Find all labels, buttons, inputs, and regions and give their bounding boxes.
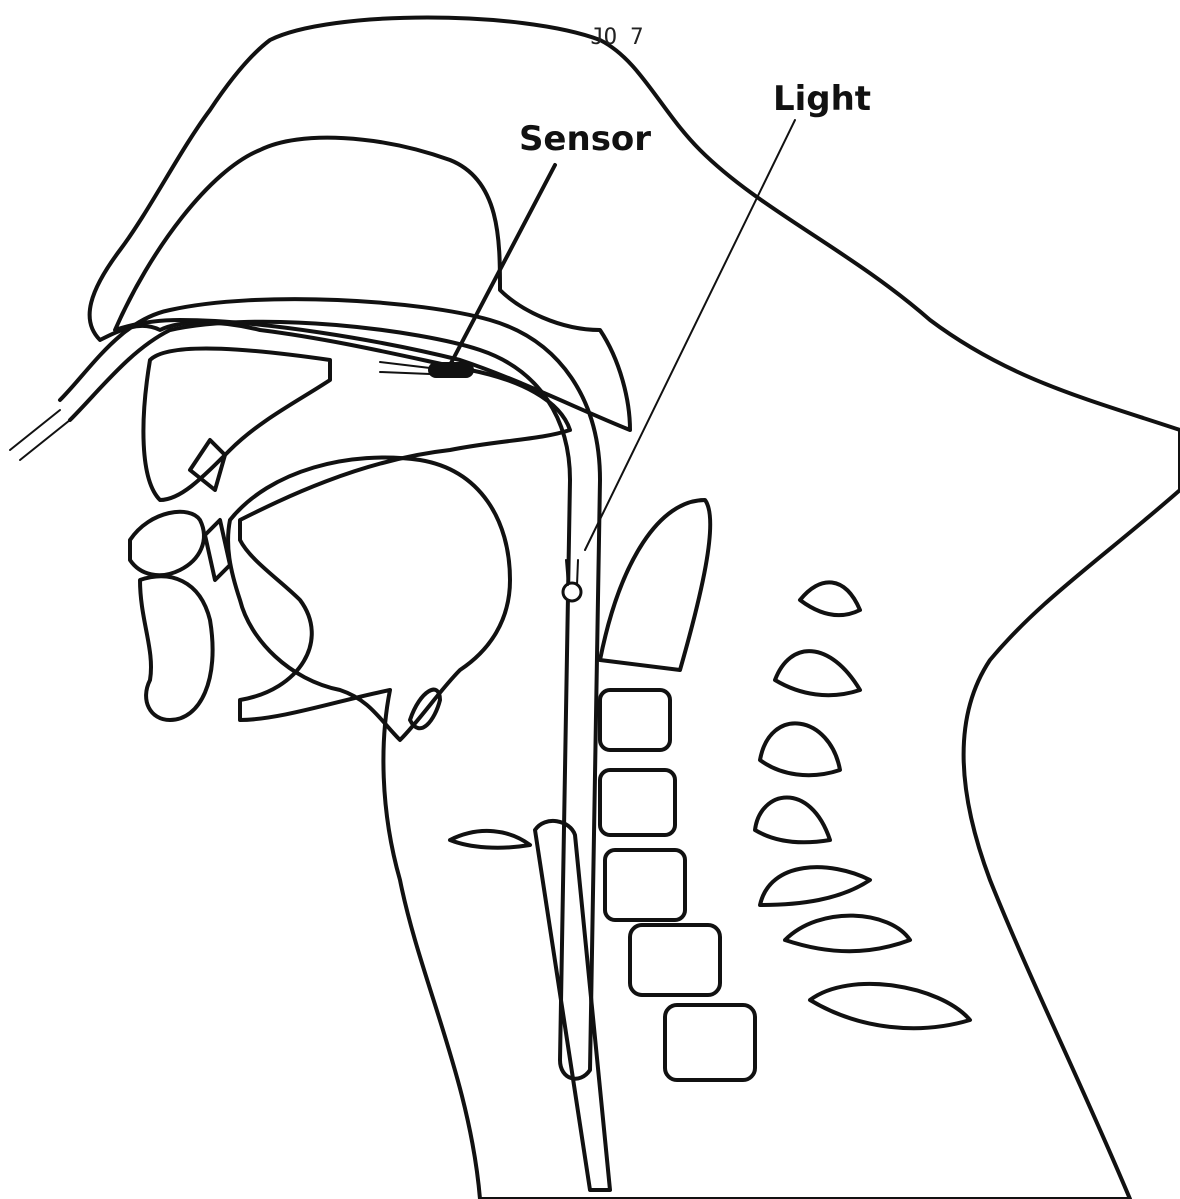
head-neck-tissue <box>90 18 1180 1199</box>
tube-lead-1 <box>10 410 60 450</box>
lip-upper <box>130 512 204 575</box>
tongue <box>228 458 510 741</box>
spinous-processes <box>755 582 970 1028</box>
nasal-cavity <box>115 138 630 430</box>
sensor-leader <box>450 165 555 365</box>
light-label: Light <box>773 79 871 119</box>
lower-tooth <box>205 520 230 580</box>
light-leader <box>585 120 795 550</box>
cervical-spine <box>600 500 755 1080</box>
lip-lower <box>140 576 213 720</box>
jaw-tissue <box>143 348 330 500</box>
light-bulb <box>563 583 581 601</box>
vocal-fold <box>450 831 530 848</box>
trachea <box>535 821 610 1190</box>
sensor-label: Sensor <box>519 119 651 159</box>
reference-code: JO 7 <box>591 25 644 50</box>
tube-lead-2 <box>20 420 70 460</box>
